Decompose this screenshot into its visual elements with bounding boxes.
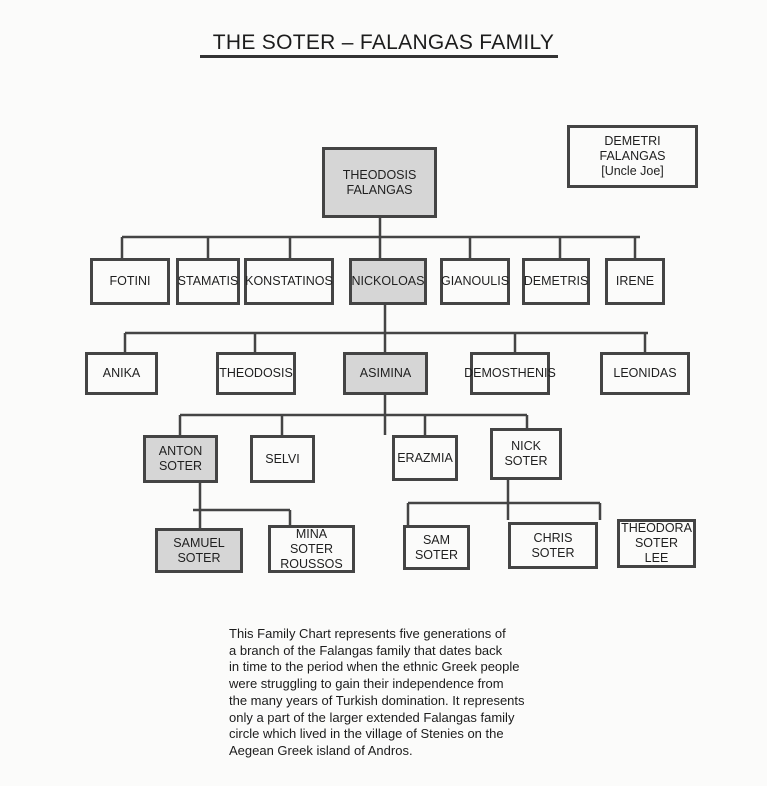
- description-paragraph: This Family Chart represents five genera…: [229, 626, 525, 760]
- person-asimina: ASIMINA: [343, 352, 428, 395]
- description-line: in time to the period when the ethnic Gr…: [229, 659, 520, 675]
- person-fotini: FOTINI: [90, 258, 170, 305]
- person-demetris: DEMETRIS: [522, 258, 590, 305]
- person-theodosis-falangas: THEODOSIS FALANGAS: [322, 147, 437, 218]
- person-nick-soter: NICK SOTER: [490, 428, 562, 480]
- description-line: the many years of Turkish domination. It…: [229, 692, 525, 708]
- person-konstatinos: KONSTATINOS: [244, 258, 334, 305]
- person-gianoulis: GIANOULIS: [440, 258, 510, 305]
- person-anika: ANIKA: [85, 352, 158, 395]
- title-underline: [200, 55, 558, 58]
- connector-gen4: [178, 395, 529, 435]
- person-mina-soter-roussos: MINA SOTER ROUSSOS: [268, 525, 355, 573]
- person-sam-soter: SAM SOTER: [403, 525, 470, 570]
- connector-root: [120, 218, 640, 260]
- connector-gen5-nick: [406, 480, 602, 525]
- person-samuel-soter: SAMUEL SOTER: [155, 528, 243, 573]
- description-line: This Family Chart represents five genera…: [229, 626, 506, 641]
- description-line: circle which lived in the village of Ste…: [229, 726, 504, 742]
- description-line: Aegean Greek island of Andros.: [229, 742, 413, 758]
- person-demetri-falangas: DEMETRI FALANGAS [Uncle Joe]: [567, 125, 698, 188]
- person-leonidas: LEONIDAS: [600, 352, 690, 395]
- person-nickoloas: NICKOLOAS: [349, 258, 427, 305]
- description-line: were struggling to gain their independen…: [229, 676, 504, 692]
- person-selvi: SELVI: [250, 435, 315, 483]
- person-theodora-soter-lee: THEODORA SOTER LEE: [617, 519, 696, 568]
- description-line: a branch of the Falangas family that dat…: [229, 642, 503, 658]
- person-stamatis: STAMATIS: [176, 258, 240, 305]
- person-erazmia: ERAZMIA: [392, 435, 458, 481]
- person-irene: IRENE: [605, 258, 665, 305]
- connector-gen5-anton: [193, 483, 292, 528]
- person-anton-soter: ANTON SOTER: [143, 435, 218, 483]
- person-theodosis: THEODOSIS: [216, 352, 296, 395]
- page-title: THE SOTER – FALANGAS FAMILY: [212, 31, 555, 54]
- connector-gen3: [123, 305, 648, 352]
- person-chris-soter: CHRIS SOTER: [508, 522, 598, 569]
- description-line: only a part of the larger extended Falan…: [229, 709, 515, 725]
- person-demosthenis: DEMOSTHENIS: [464, 352, 556, 395]
